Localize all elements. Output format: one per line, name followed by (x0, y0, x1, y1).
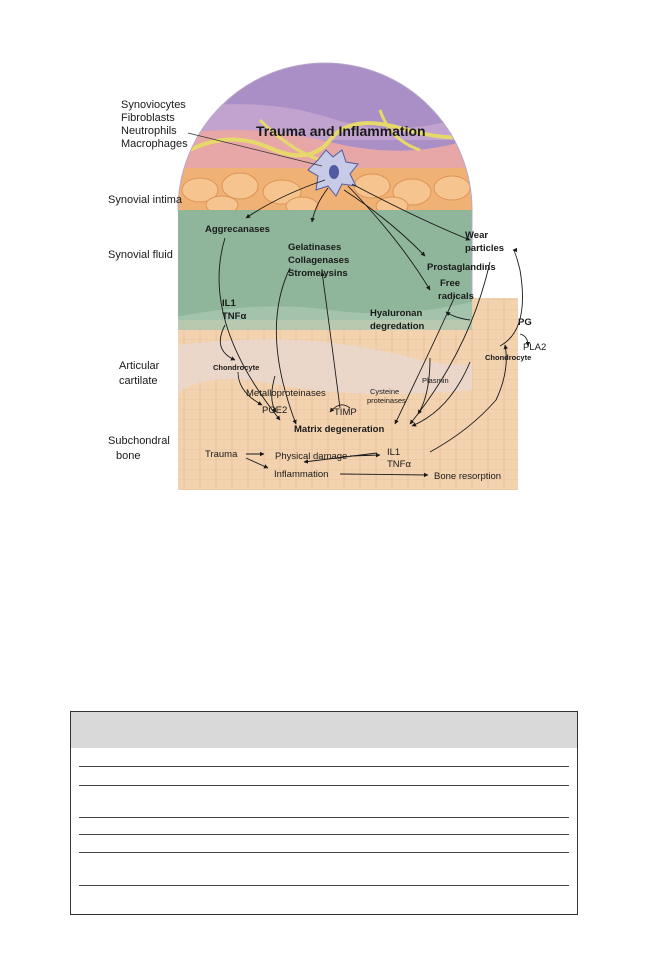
stromelysins-label: Stromelysins (288, 268, 348, 279)
proteinases-label: proteinases (367, 396, 406, 405)
cell-label-4: Macrophages (121, 138, 188, 150)
articular-label-2: cartilate (119, 375, 158, 387)
pathway-arrows (218, 179, 531, 478)
chondrocyte-left-label: Chondrocyte (213, 363, 259, 372)
bone-resorption-label: Bone resorption (434, 471, 501, 482)
metalloproteinases-label: Metalloproteinases (246, 388, 326, 399)
cell-pointer-line (187, 132, 323, 167)
synovial-intima-label: Synovial intima (108, 194, 183, 206)
prostaglandins-label: Prostaglandins (427, 262, 496, 273)
side-labels: Synoviocytes Fibroblasts Neutrophils Mac… (108, 99, 188, 462)
hyaluronan-label: Hyaluronan (370, 308, 422, 319)
wear-label: Wear (465, 230, 488, 241)
cell-label-2: Fibroblasts (121, 112, 175, 124)
il1-bottom-label: IL1 (387, 447, 400, 458)
timp-label: TIMP (334, 407, 357, 418)
particles-label: particles (465, 243, 504, 254)
pge2-label: PGE2 (262, 405, 287, 416)
gelatinases-label: Gelatinases (288, 242, 341, 253)
figure-title: Trauma and Inflammation (256, 123, 426, 139)
free-label: Free (440, 278, 460, 289)
synovial-fluid-label: Synovial fluid (108, 249, 173, 261)
table-rule (79, 766, 569, 767)
radicals-label: radicals (438, 291, 474, 302)
trauma-label: Trauma (205, 449, 238, 460)
inner-labels: Aggrecanases Gelatinases Collagenases St… (205, 224, 546, 482)
plasmin-label: Plasmin (422, 376, 449, 385)
cell-label-1: Synoviocytes (121, 99, 186, 111)
degredation-label: degredation (370, 321, 425, 332)
tnf-top-label: TNFα (222, 311, 246, 322)
table-header-band (71, 712, 577, 748)
table-rule (79, 852, 569, 853)
joint-inflammation-diagram: Synoviocytes Fibroblasts Neutrophils Mac… (108, 62, 546, 490)
empty-table-box (70, 711, 578, 915)
tnf-bottom-label: TNFα (387, 459, 411, 470)
table-rule (79, 885, 569, 886)
macrophage-cell-icon (307, 149, 359, 197)
chondrocyte-right-label: Chondrocyte (485, 353, 531, 362)
subchondral-label-2: bone (116, 450, 140, 462)
table-rule (79, 817, 569, 818)
articular-label-1: Articular (119, 360, 160, 372)
subchondral-label-1: Subchondral (108, 435, 170, 447)
table-rule (79, 785, 569, 786)
pg-label: PG (518, 317, 532, 328)
pla2-label: PLA2 (523, 342, 546, 353)
table-rule (79, 834, 569, 835)
cysteine-label: Cysteine (370, 387, 399, 396)
inflammation-label: Inflammation (274, 469, 328, 480)
matrix-degeneration-label: Matrix degeneration (294, 424, 384, 435)
physical-damage-label: Physical damage (275, 451, 347, 462)
dome-outline (177, 62, 473, 298)
cell-label-3: Neutrophils (121, 125, 177, 137)
aggrecanases-label: Aggrecanases (205, 224, 270, 235)
collagenases-label: Collagenases (288, 255, 349, 266)
il1-top-label: IL1 (222, 298, 236, 309)
